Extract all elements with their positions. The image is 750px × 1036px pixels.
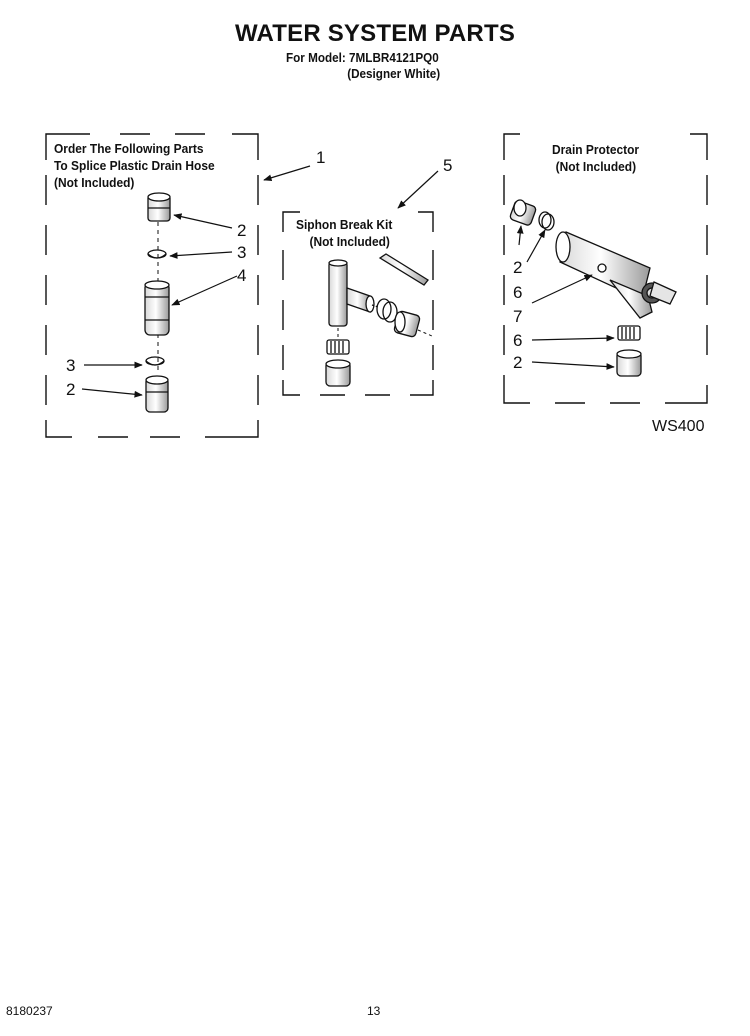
- callout-drain-2-top: 2: [513, 258, 523, 277]
- drain-parts: [509, 199, 677, 377]
- splice-label-line-2: To Splice Plastic Drain Hose: [54, 158, 215, 173]
- drain-cap: [616, 349, 642, 377]
- callout-drain-2-bottom: 2: [513, 353, 523, 372]
- siphon-connector: [393, 310, 433, 338]
- siphon-tee: [328, 259, 375, 327]
- siphon-clamp: [371, 298, 398, 323]
- callout-drain-7: 7: [513, 307, 523, 326]
- drain-label-line-1: Drain Protector: [552, 142, 640, 157]
- callout-splice-3-bottom: 3: [66, 356, 76, 375]
- siphon-label-line-1: Siphon Break Kit: [296, 217, 393, 232]
- clamp-top: [147, 249, 167, 259]
- connector-top: [147, 192, 171, 222]
- coupler: [144, 280, 170, 336]
- splice-panel-frame: [45, 133, 259, 438]
- siphon-panel-label: Siphon Break Kit (Not Included): [296, 216, 392, 250]
- callout-drain-6-bottom: 6: [513, 331, 523, 350]
- connector-bottom: [145, 375, 169, 413]
- model-info: For Model: 7MLBR4121PQ0 (Designer White): [286, 50, 440, 82]
- siphon-cap: [325, 359, 351, 387]
- callout-splice-4: 4: [237, 266, 247, 285]
- splice-label-line-3: (Not Included): [54, 175, 135, 190]
- siphon-label-line-2: (Not Included): [309, 234, 390, 249]
- callout-1: 1: [316, 148, 326, 167]
- callout-splice-3-top: 3: [237, 243, 247, 262]
- splice-panel-label: Order The Following Parts To Splice Plas…: [54, 140, 215, 191]
- siphon-parts: [325, 253, 433, 387]
- splice-parts: [144, 192, 171, 413]
- model-line: For Model: 7MLBR4121PQ0: [286, 50, 439, 65]
- drain-panel-frame: [503, 133, 708, 404]
- callout-drain-6-top: 6: [513, 283, 523, 302]
- drain-panel-label: Drain Protector (Not Included): [552, 141, 639, 175]
- drain-ring-small: [538, 211, 555, 231]
- clamp-bottom: [145, 356, 165, 366]
- diagram-reference: WS400: [652, 418, 705, 435]
- leader-lines: [81, 165, 615, 398]
- drain-connector: [509, 199, 537, 226]
- doc-number: 8180237: [6, 1004, 53, 1018]
- siphon-pin: [378, 253, 429, 286]
- callout-5: 5: [443, 156, 453, 175]
- callout-splice-2-bottom: 2: [66, 380, 76, 399]
- variant-line: (Designer White): [347, 66, 441, 81]
- callout-splice-2-top: 2: [237, 221, 247, 240]
- splice-label-line-1: Order The Following Parts: [54, 141, 204, 156]
- drain-label-line-2: (Not Included): [555, 159, 637, 174]
- page-number: 13: [367, 1004, 381, 1018]
- drain-ring-lower: [617, 325, 641, 341]
- siphon-ring: [326, 339, 350, 355]
- drain-body: [555, 231, 677, 319]
- page-title: WATER SYSTEM PARTS: [234, 20, 516, 47]
- siphon-panel-frame: [282, 211, 434, 396]
